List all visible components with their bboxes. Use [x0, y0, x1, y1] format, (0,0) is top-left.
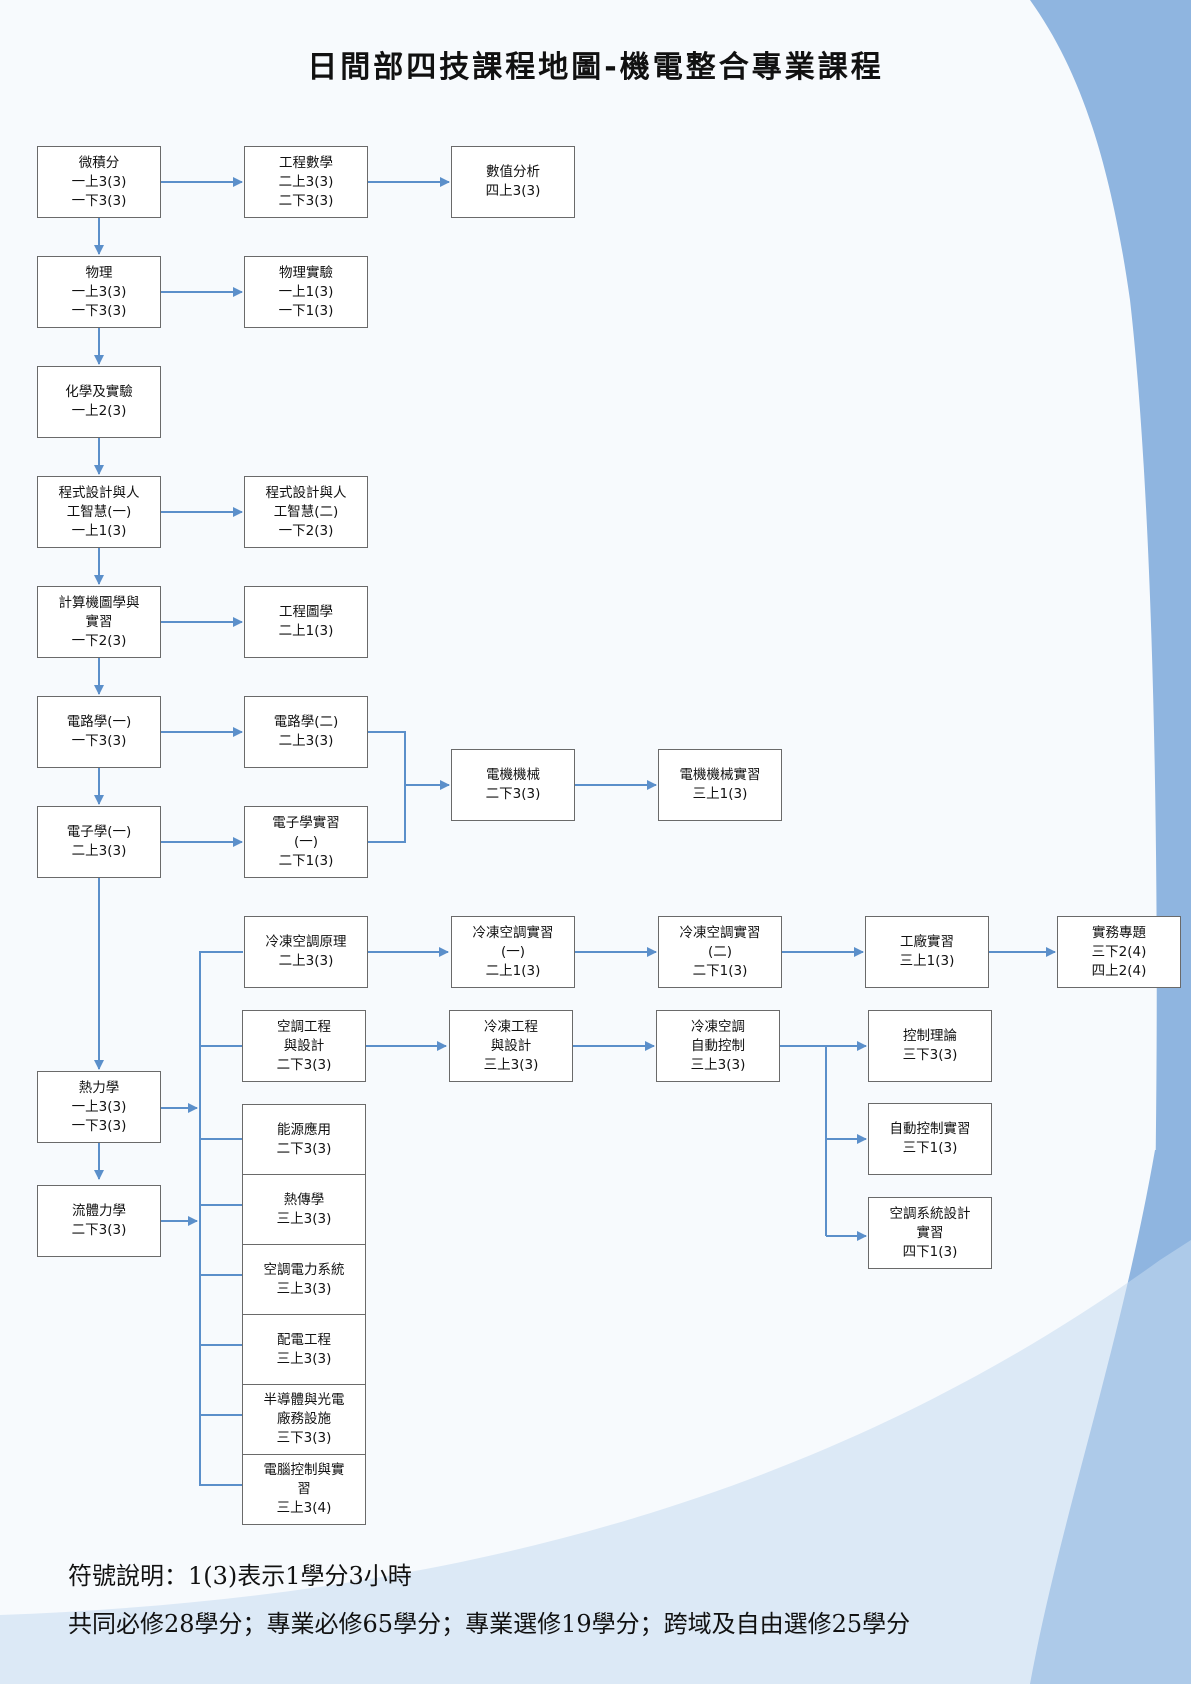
- course-box-refrig-principle: 冷凍空調原理二上3(3): [244, 916, 368, 988]
- course-box-eng-graphics: 工程圖學二上1(3): [244, 586, 368, 658]
- course-box-circuits-2: 電路學(二)二上3(3): [244, 696, 368, 768]
- course-box-control-theory: 控制理論三下3(3): [868, 1010, 992, 1082]
- wave-dark: [1030, 0, 1191, 1200]
- course-box-pc-control: 電腦控制與實習三上3(4): [242, 1454, 366, 1525]
- course-box-factory: 工廠實習三上1(3): [865, 916, 989, 988]
- course-box-calculus: 微積分一上3(3)一下3(3): [37, 146, 161, 218]
- course-box-capstone: 實務專題三下2(4)四上2(4): [1057, 916, 1181, 988]
- course-box-electronics-1: 電子學(一)二上3(3): [37, 806, 161, 878]
- course-box-thermo: 熱力學一上3(3)一下3(3): [37, 1071, 161, 1143]
- course-box-machinery: 電機機械二下3(3): [451, 749, 575, 821]
- course-box-prog-ai-2: 程式設計與人工智慧(二)一下2(3): [244, 476, 368, 548]
- course-box-prog-ai-1: 程式設計與人工智慧(一)一上1(3): [37, 476, 161, 548]
- course-box-energy: 能源應用二下3(3): [242, 1104, 366, 1175]
- course-box-ac-eng: 空調工程與設計二下3(3): [242, 1010, 366, 1082]
- course-box-numerical: 數值分析四上3(3): [451, 146, 575, 218]
- course-box-eng-math: 工程數學二上3(3)二下3(3): [244, 146, 368, 218]
- legend-credits: 共同必修28學分；專業必修65學分；專業選修19學分；跨域及自由選修25學分: [68, 1610, 911, 1638]
- course-box-refrig-lab-2: 冷凍空調實習(二)二下1(3): [658, 916, 782, 988]
- course-box-refrig-eng: 冷凍工程與設計三上3(3): [449, 1010, 573, 1082]
- wave-light: [0, 1240, 1191, 1684]
- page-title: 日間部四技課程地圖-機電整合專業課程: [307, 50, 884, 85]
- course-box-fluid: 流體力學二下3(3): [37, 1185, 161, 1257]
- course-box-electronics-lab: 電子學實習(一)二下1(3): [244, 806, 368, 878]
- course-box-physics: 物理一上3(3)一下3(3): [37, 256, 161, 328]
- course-box-cad: 計算機圖學與實習一下2(3): [37, 586, 161, 658]
- course-box-refrig-auto: 冷凍空調自動控制三上3(3): [656, 1010, 780, 1082]
- course-box-ac-power: 空調電力系統三上3(3): [242, 1244, 366, 1315]
- course-box-heat-transfer: 熱傳學三上3(3): [242, 1174, 366, 1245]
- legend-symbol: 符號說明：1(3)表示1學分3小時: [68, 1562, 412, 1590]
- course-box-chemistry: 化學及實驗一上2(3): [37, 366, 161, 438]
- course-box-physics-lab: 物理實驗一上1(3)一下1(3): [244, 256, 368, 328]
- course-box-auto-control-lab: 自動控制實習三下1(3): [868, 1103, 992, 1175]
- course-box-machinery-lab: 電機機械實習三上1(3): [658, 749, 782, 821]
- course-box-semiconductor: 半導體與光電廠務設施三下3(3): [242, 1384, 366, 1455]
- course-box-wiring: 配電工程三上3(3): [242, 1314, 366, 1385]
- course-box-ac-design-lab: 空調系統設計實習四下1(3): [868, 1197, 992, 1269]
- course-box-refrig-lab-1: 冷凍空調實習(一)二上1(3): [451, 916, 575, 988]
- course-box-circuits-1: 電路學(一)一下3(3): [37, 696, 161, 768]
